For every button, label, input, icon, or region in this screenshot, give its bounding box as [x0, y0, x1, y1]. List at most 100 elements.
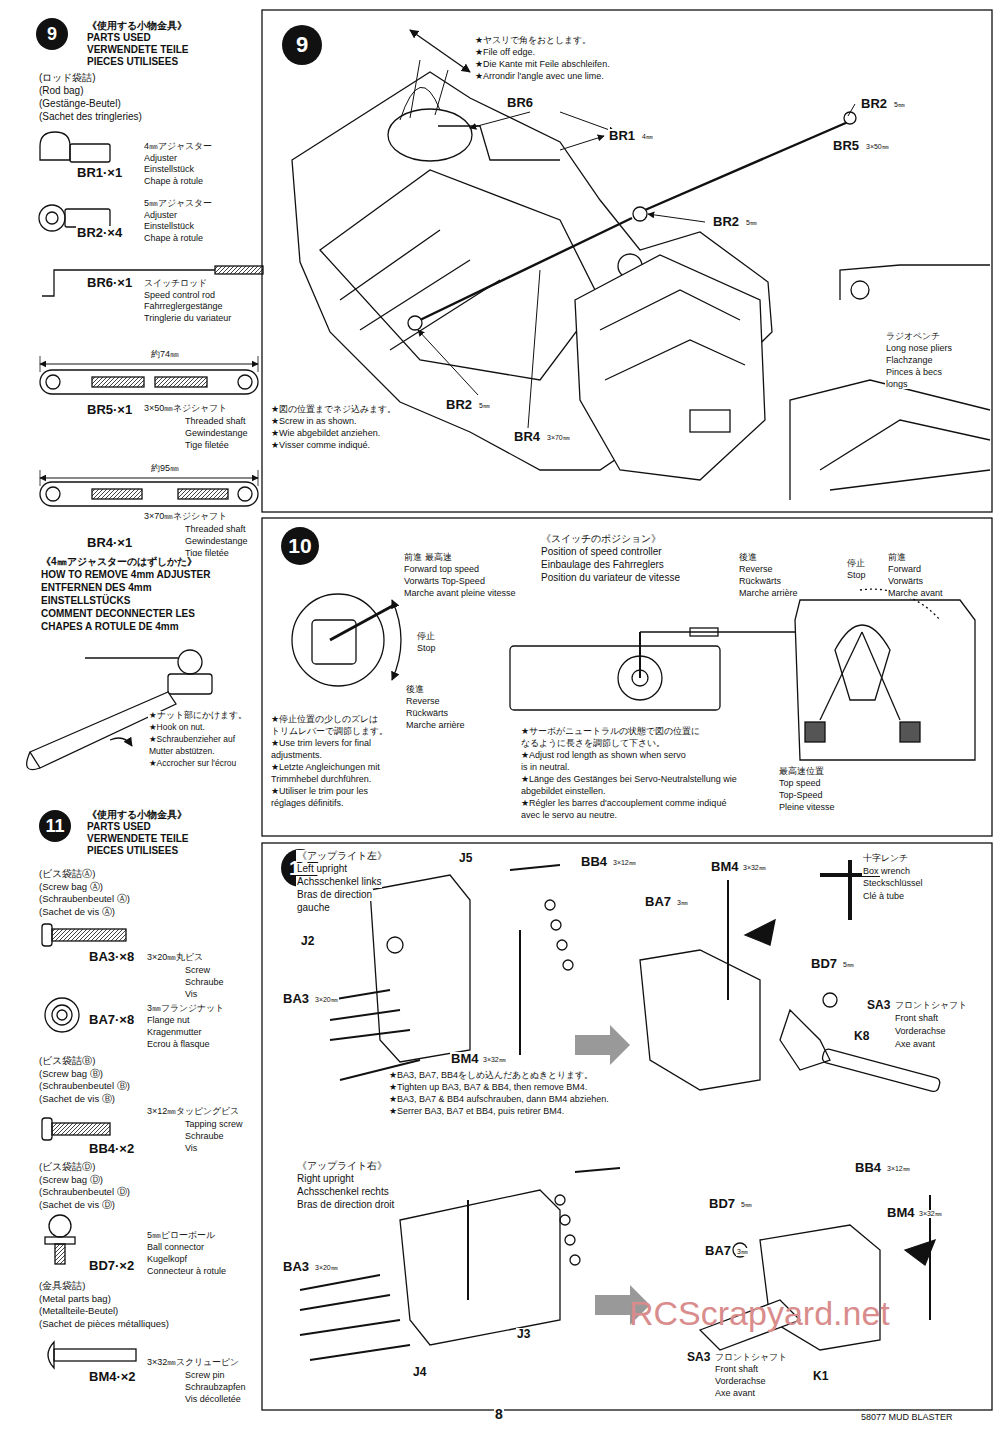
label-text: 5㎜ピローボール [146, 1230, 216, 1240]
step-number-text: 9 [47, 24, 57, 45]
step-number: 10 [281, 527, 319, 565]
step-number-text: 11 [45, 816, 64, 837]
part-code: BD7 [708, 1197, 736, 1212]
label-text: ★図の位置までネジ込みます。 [270, 404, 397, 414]
part-code: 8 [494, 1406, 504, 1422]
label-text: Stop [416, 643, 437, 653]
label-text: Einbaulage des Fahrreglers [540, 559, 665, 571]
part-code: ENTFERNEN DES 4mm [40, 582, 153, 594]
label-text: Reverse [738, 564, 774, 574]
label-text: (ビス袋詰Ⓓ) [38, 1162, 96, 1173]
label-text: Kugelkopf [146, 1254, 188, 1264]
label-text: ★Länge des Gestänges bei Servo-Neutralst… [520, 774, 738, 784]
label-text: avec le servo au neutre. [520, 810, 618, 820]
label-text: Vorwärts [887, 576, 924, 586]
label-text: Front shaft [714, 1364, 759, 1374]
part-code: 《使用する小物金具》 [86, 809, 188, 821]
label-text: スイッチロッド [143, 278, 208, 288]
label-text: 3㎜ [676, 899, 689, 907]
label-text: (Screw bag Ⓑ) [38, 1069, 104, 1080]
label-text: adjustments. [270, 750, 323, 760]
label-text: ★サーボがニュートラルの状態で図の位置に [520, 726, 701, 736]
label-text: 3㎜ [736, 1248, 749, 1256]
label-text: 5㎜アジャスター [143, 198, 213, 208]
part-code: BD7 [810, 957, 838, 972]
label-text: 58077 MUD BLASTER [860, 1412, 954, 1422]
label-text: 《アップライト右》 [296, 1160, 388, 1172]
part-code: PARTS USED [86, 32, 152, 44]
label-text: (Screw bag Ⓓ) [38, 1175, 104, 1186]
label-text: Flachzange [885, 355, 934, 365]
label-text: 約95㎜ [150, 463, 180, 473]
label-text: ★Letzte Angleichungen mit [270, 762, 381, 772]
label-text: 3×12㎜ [612, 859, 637, 867]
label-text: 3×12㎜タッピングビス [146, 1106, 240, 1116]
part-code: J3 [516, 1328, 531, 1342]
label-text: Front shaft [894, 1013, 939, 1023]
label-text: 3×12㎜ [886, 1165, 911, 1173]
label-text: 《スイッチのポジション》 [540, 533, 662, 545]
label-text: ★Screw in as shown. [270, 416, 358, 426]
part-code: COMMENT DECONNECTER LES [40, 608, 196, 620]
label-text: Axe avant [894, 1039, 936, 1049]
label-text: ★Tighten up BA3, BA7 & BB4, then remove … [388, 1082, 588, 1092]
label-text: (ロッド袋詰) [38, 72, 97, 84]
label-text: ★Hook on nut. [148, 723, 206, 733]
label-text: Right upright [296, 1173, 355, 1185]
label-text: Steckschlüssel [862, 878, 924, 888]
upright-drawing [300, 860, 941, 1360]
label-text: 4㎜アジャスター [143, 141, 213, 151]
label-text: Flange nut [146, 1015, 191, 1025]
part-code: 《4㎜アジャスターのはずしかた》 [40, 556, 198, 568]
label-text: 《アップライト左》 [296, 850, 388, 862]
label-text: ★Die Kante mit Feile abschleifen. [474, 59, 611, 69]
part-code: BB4·×2 [88, 1142, 135, 1157]
part-code: BA7 [644, 895, 672, 910]
part-code: VERWENDETE TEILE [86, 44, 190, 56]
label-text: (Screw bag Ⓐ) [38, 882, 104, 893]
part-code: J4 [412, 1366, 427, 1380]
label-text: 5㎜ [478, 402, 491, 410]
label-text: ★Régler les barres d'accouplement comme … [520, 798, 727, 808]
label-text: Screw [184, 965, 211, 975]
part-code: VERWENDETE TEILE [86, 833, 190, 845]
label-text: Gewindestange [184, 536, 249, 546]
label-text: Rückwärts [405, 708, 449, 718]
label-text: Box wrench [862, 866, 911, 876]
label-text: (Sachet de vis Ⓐ) [38, 907, 116, 918]
label-text: Threaded shaft [184, 524, 247, 534]
label-text: (Metal parts bag) [38, 1294, 112, 1305]
label-text: Chape à rotule [143, 176, 204, 186]
label-text: 3×32㎜スクリューピン [146, 1357, 240, 1367]
label-text: réglages définitifs. [270, 798, 345, 808]
label-text: フロントシャフト [714, 1352, 788, 1362]
part-code: BR4·×1 [86, 536, 133, 551]
label-text: gauche [296, 902, 331, 914]
part-code: BB4 [580, 855, 608, 870]
label-text: ★BA3, BA7 & BB4 aufschrauben, dann BM4 a… [388, 1094, 610, 1104]
label-text: (Sachet de pièces métalliques) [38, 1319, 170, 1330]
label-text: 十字レンチ [862, 853, 909, 863]
parts-icons [27, 132, 263, 1368]
label-text: Einstellstück [143, 221, 195, 231]
label-text: ★Visser comme indiqué. [270, 440, 371, 450]
label-text: 3×20㎜ [314, 996, 339, 1004]
label-text: Achsschenkel links [296, 876, 382, 888]
label-text: (Sachet de vis Ⓑ) [38, 1094, 116, 1105]
label-text: Marche arrière [405, 720, 466, 730]
label-text: (Schraubenbeutel Ⓐ) [38, 894, 131, 905]
step-number: 9 [282, 25, 322, 65]
label-text: longs [885, 379, 909, 389]
label-text: (Metallteile-Beutel) [38, 1306, 119, 1317]
label-text: Ball connector [146, 1242, 205, 1252]
label-text: Left upright [296, 863, 348, 875]
label-text: Screw pin [184, 1370, 226, 1380]
label-text: (Gestänge-Beutel) [38, 98, 122, 110]
label-text: 3㎜フランジナット [146, 1003, 225, 1013]
label-text: Achsschenkel rechts [296, 1186, 390, 1198]
part-code: K8 [853, 1030, 870, 1044]
label-text: 3×50㎜ネジシャフト [143, 403, 228, 413]
label-text: Pinces à becs [885, 367, 943, 377]
part-code: BA3 [282, 992, 310, 1007]
label-text: is in neutral. [520, 762, 571, 772]
